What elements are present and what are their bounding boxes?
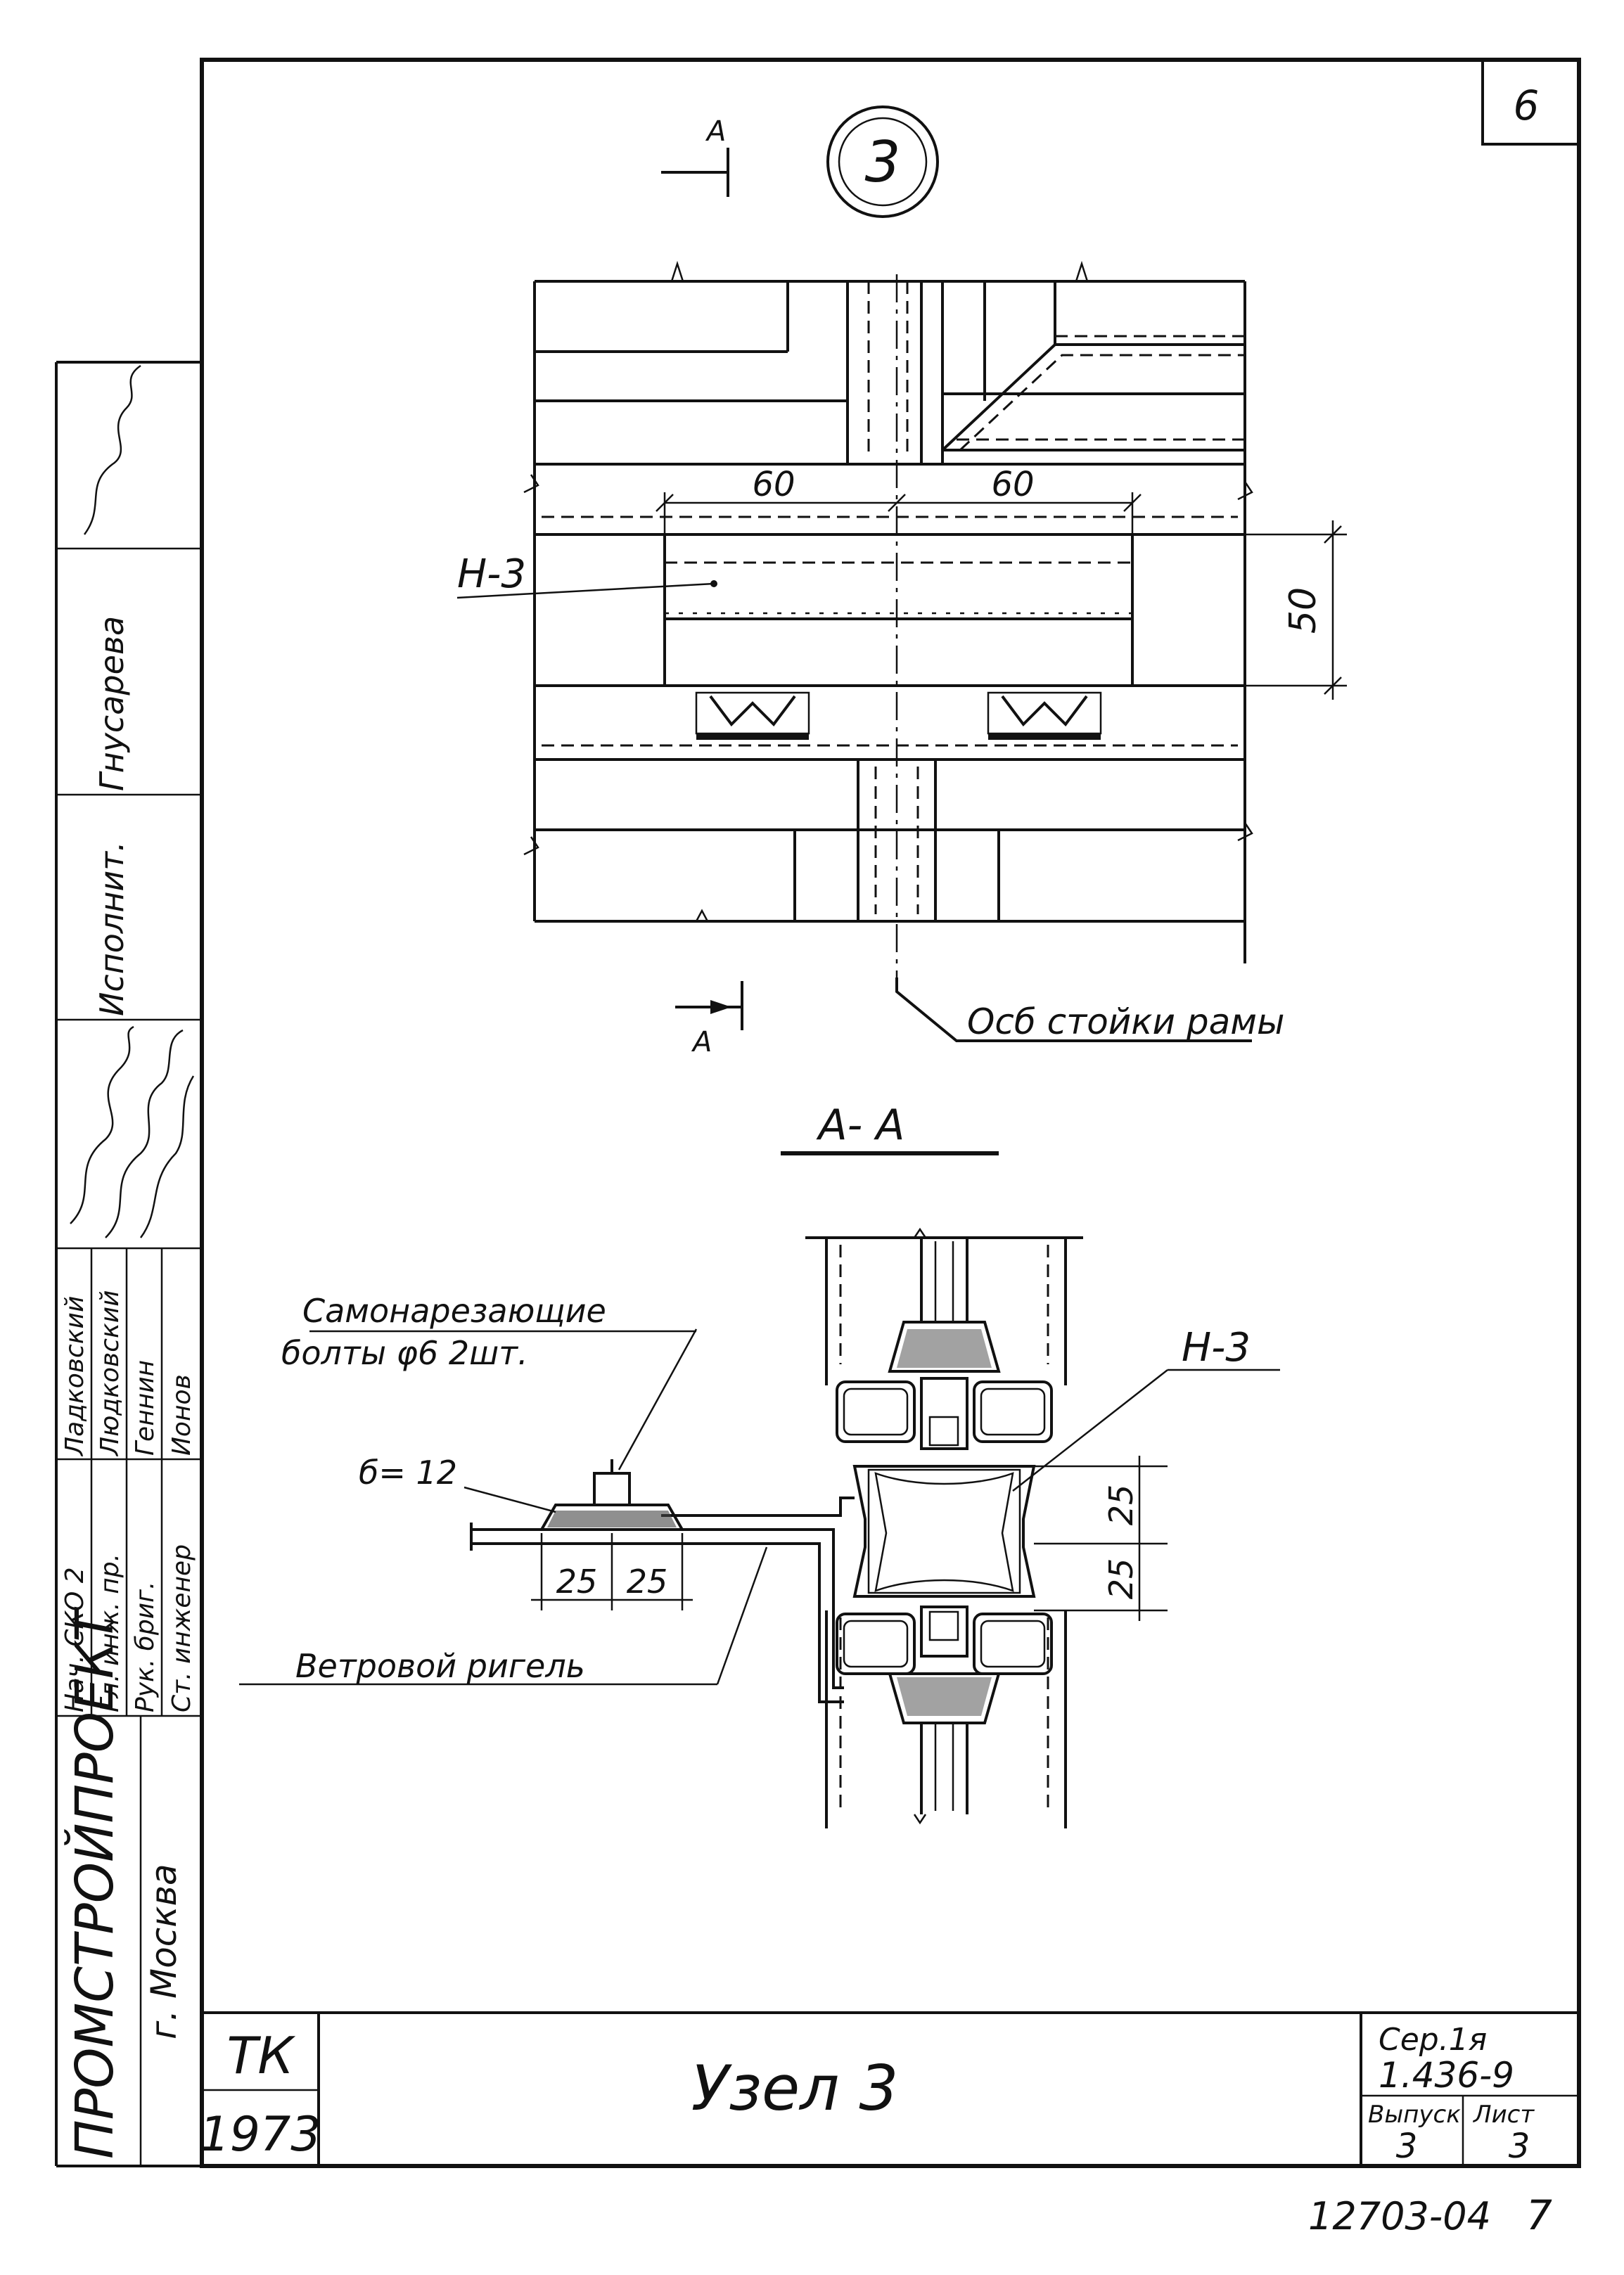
- sheet-value: 3: [1509, 2127, 1530, 2166]
- org-name: ПРОМСТРОЙПРОЕКТ: [63, 1606, 125, 2159]
- issue-value: 3: [1396, 2127, 1418, 2166]
- role-4: Ст. инженер: [167, 1544, 196, 1712]
- sheet-label: Лист: [1472, 2101, 1535, 2129]
- footer-code: 12703-04: [1308, 2194, 1491, 2238]
- plan-dim-right: 60: [991, 465, 1034, 504]
- role-3: Рук. бриг.: [131, 1582, 160, 1712]
- node-marker: 3: [826, 105, 939, 218]
- signatures: [70, 1025, 195, 1238]
- bolt-note-line2: болты φ6 2шт.: [281, 1334, 528, 1372]
- year: 1973: [199, 2107, 321, 2162]
- name-1: Ладковский: [60, 1296, 89, 1457]
- role-2: Гл. инж. пр.: [96, 1553, 124, 1712]
- section-dim-b: 25: [627, 1563, 668, 1601]
- section-cut-bottom-label: А: [691, 1026, 712, 1058]
- sheet-number: 6: [1514, 82, 1540, 129]
- series-label: Сер.1я: [1379, 2022, 1487, 2058]
- name-3: Геннин: [131, 1360, 160, 1456]
- name-4: Ионов: [167, 1374, 196, 1456]
- section-dim-v1: 25: [1102, 1485, 1140, 1526]
- gasket-right: [987, 691, 1102, 740]
- sheet-frame: [200, 58, 1581, 2168]
- executor-signature: [83, 364, 141, 535]
- plan-dim-height: 50: [1282, 587, 1324, 634]
- executor-label: Исполнит.: [93, 841, 131, 1016]
- drawing-title: Узел 3: [691, 2052, 899, 2125]
- footer-page: 7: [1526, 2191, 1552, 2239]
- section-cut-top-label: А: [705, 115, 726, 148]
- tk-label: ТК: [226, 2026, 295, 2085]
- axis-note: Осб стойки рамы: [967, 1001, 1284, 1042]
- executor-name: Гнусарева: [93, 616, 131, 791]
- plan-element-label: Н-3: [457, 551, 526, 597]
- thickness-label: б= 12: [359, 1454, 457, 1492]
- plan-dim-left: 60: [752, 465, 795, 504]
- section-element-label: Н-3: [1182, 1325, 1251, 1371]
- title-block: ТК 1973 Узел 3 Сер.1я 1.436-9 Выпуск 3 Л…: [199, 2011, 1579, 2166]
- gasket-left: [695, 691, 810, 740]
- left-sidebar: Исполнит. Гнусарева Нач. СКО 2 Гл. инж. …: [55, 361, 202, 2167]
- issue-label: Выпуск: [1368, 2101, 1461, 2129]
- name-2: Людковский: [96, 1290, 124, 1457]
- plan-view: 60 60 50 Н-3 Осб стойки рамы: [456, 260, 1347, 1042]
- section-view: А- А: [239, 1101, 1280, 1828]
- bolt-note-line1: Самонарезающие: [302, 1292, 606, 1330]
- section-cut-bottom: А: [675, 981, 743, 1058]
- series-value: 1.436-9: [1379, 2055, 1514, 2096]
- section-dim-a: 25: [556, 1563, 598, 1601]
- node-marker-number: 3: [865, 129, 901, 195]
- section-title: А- А: [816, 1101, 905, 1150]
- section-dim-v2: 25: [1102, 1558, 1140, 1600]
- org-city: г. Москва: [143, 1864, 184, 2039]
- rigel-note: Ветровой ригель: [295, 1647, 585, 1685]
- section-cut-top: А: [661, 115, 729, 197]
- sheet-number-box: 6: [1481, 58, 1580, 146]
- role-1: Нач. СКО 2: [60, 1567, 89, 1712]
